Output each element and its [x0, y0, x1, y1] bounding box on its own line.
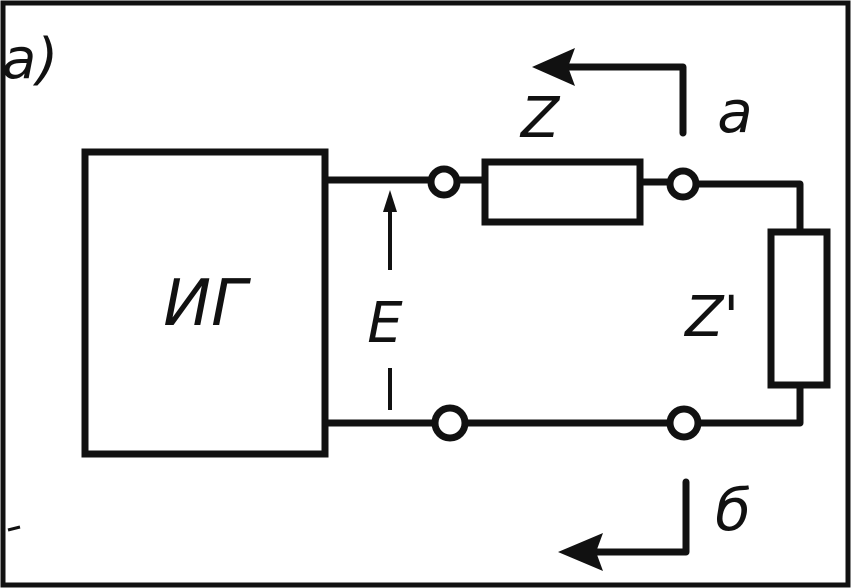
top-wire-right	[693, 180, 804, 236]
terminal-b-label: б	[715, 476, 751, 544]
terminal-2	[666, 167, 700, 201]
section-b-arrowhead	[558, 533, 603, 571]
terminal-3	[431, 404, 469, 442]
bottom-wire-right	[693, 381, 804, 427]
generator-block	[81, 148, 329, 458]
load-impedance	[767, 228, 831, 389]
section-a-arrowhead	[532, 48, 575, 86]
series-impedance-label: Z	[519, 86, 561, 151]
section-a-arrow	[556, 63, 687, 137]
emf-arrow-head	[383, 190, 397, 212]
load-impedance-label: Z'	[683, 285, 739, 350]
panel-label: a)	[2, 27, 58, 92]
section-b-arrow	[586, 478, 690, 556]
stray-mark	[7, 525, 21, 532]
terminal-a-label: a	[717, 78, 753, 146]
emf-label: E	[367, 291, 403, 356]
series-impedance	[481, 158, 644, 226]
generator-label: ИГ	[163, 267, 251, 341]
terminal-1	[427, 165, 461, 199]
terminal-4	[666, 405, 702, 441]
